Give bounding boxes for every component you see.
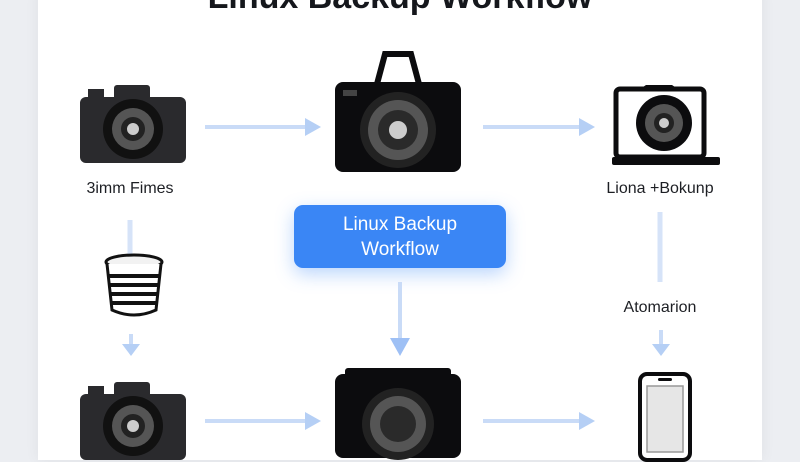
storage-drum-icon bbox=[104, 253, 164, 317]
camera-icon bbox=[335, 368, 461, 460]
center-button-line2: Workflow bbox=[361, 238, 439, 260]
center-button-line1: Linux Backup bbox=[342, 213, 458, 235]
laptop-camera-icon bbox=[612, 85, 720, 165]
node-label-top-left: 3imm Fimes bbox=[86, 180, 174, 197]
arrow-right-connector bbox=[205, 118, 321, 136]
arrow-right-connector bbox=[205, 412, 321, 430]
arrow-right-connector bbox=[483, 412, 595, 430]
vertical-connector bbox=[657, 212, 663, 282]
diagram-title: Linux Backup Workflow bbox=[0, 0, 800, 17]
arrow-right-connector bbox=[483, 118, 595, 136]
camera-icon bbox=[80, 85, 186, 163]
workflow-center-button[interactable]: Linux Backup Workflow bbox=[294, 205, 506, 268]
camera-icon bbox=[335, 51, 461, 172]
arrow-down-connector bbox=[122, 334, 140, 356]
node-label-top-right: Liona +Bokunp bbox=[606, 180, 714, 197]
smartphone-icon bbox=[638, 372, 692, 462]
arrow-down-connector bbox=[390, 282, 410, 356]
arrow-down-connector bbox=[652, 330, 670, 356]
node-label-right-middle: Atomarion bbox=[623, 299, 697, 316]
camera-icon bbox=[80, 382, 186, 460]
